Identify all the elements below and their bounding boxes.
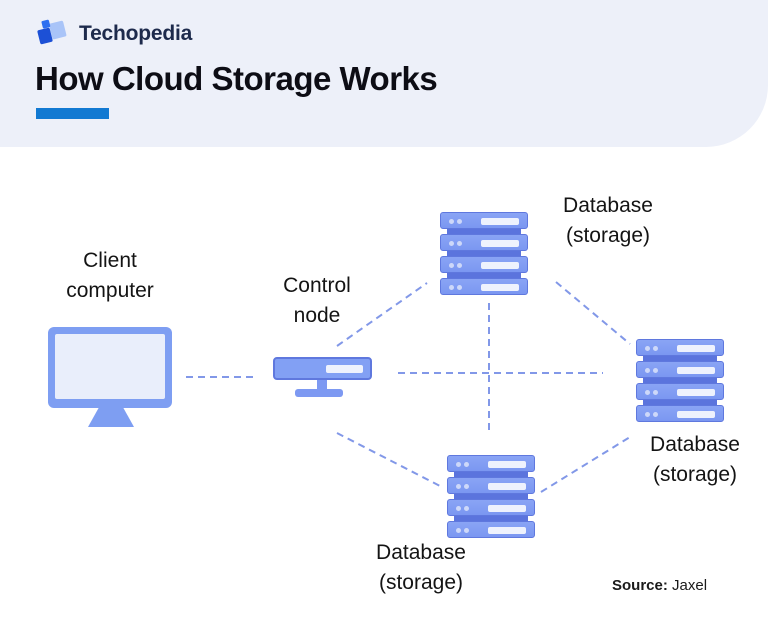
indicator-dot (653, 390, 658, 395)
server-unit (636, 339, 724, 356)
server-unit (440, 212, 528, 229)
indicator-dot (457, 219, 462, 224)
drive-slot (326, 365, 363, 373)
control-node-base (295, 389, 343, 397)
indicator-dot (456, 506, 461, 511)
label-control-node: Control node (250, 271, 384, 331)
label-line: Client (83, 249, 137, 272)
drive-slot (488, 483, 526, 490)
indicator-dot (457, 285, 462, 290)
control-node-stand (317, 380, 327, 390)
indicator-dot (645, 346, 650, 351)
server-unit (636, 405, 724, 422)
drive-slot (677, 411, 715, 418)
drive-slot (488, 461, 526, 468)
header-band: Techopedia How Cloud Storage Works (0, 0, 768, 147)
label-line: computer (66, 279, 154, 302)
source-value: Jaxel (672, 577, 708, 594)
drive-slot (481, 240, 519, 247)
server-unit (636, 383, 724, 400)
label-line: Database (650, 433, 740, 456)
indicator-dot (653, 346, 658, 351)
server-unit (440, 256, 528, 273)
server-unit (447, 521, 535, 538)
drive-slot (481, 284, 519, 291)
drive-slot (677, 345, 715, 352)
indicator-dot (456, 484, 461, 489)
label-line: Database (376, 541, 466, 564)
drive-slot (677, 367, 715, 374)
server-stack-icon (440, 212, 528, 295)
indicator-dot (464, 528, 469, 533)
indicator-dot (449, 263, 454, 268)
label-line: (storage) (652, 463, 738, 486)
label-database-right: Database (storage) (622, 430, 768, 490)
indicator-dot (456, 528, 461, 533)
label-line: (storage) (378, 571, 464, 594)
brand: Techopedia (36, 19, 192, 49)
server-unit (447, 499, 535, 516)
drive-slot (481, 218, 519, 225)
label-line: Database (563, 194, 653, 217)
server-stack-icon (447, 455, 535, 538)
indicator-dot (464, 506, 469, 511)
label-database-bottom: Database (storage) (348, 538, 494, 598)
connection-database-bottom--database-right (540, 436, 631, 493)
source-label: Source: (612, 577, 668, 594)
label-line: (storage) (565, 224, 651, 247)
indicator-dot (464, 484, 469, 489)
drive-slot (488, 527, 526, 534)
brand-name: Techopedia (79, 22, 193, 45)
server-unit (447, 477, 535, 494)
indicator-dot (653, 368, 658, 373)
indicator-dot (457, 263, 462, 268)
label-database-top: Database (storage) (535, 191, 681, 251)
source-note: Source: Jaxel (612, 577, 707, 594)
indicator-dot (645, 412, 650, 417)
drive-slot (481, 262, 519, 269)
indicator-dot (653, 412, 658, 417)
server-unit (440, 234, 528, 251)
indicator-dot (645, 368, 650, 373)
indicator-dot (449, 285, 454, 290)
connection-control-node--database-bottom (336, 432, 441, 487)
techopedia-logo-icon (37, 19, 67, 45)
indicator-dot (456, 462, 461, 467)
control-node-chassis (273, 357, 372, 380)
page-title: How Cloud Storage Works (35, 60, 438, 97)
label-line: Control (283, 274, 351, 297)
drive-slot (677, 389, 715, 396)
server-unit (447, 455, 535, 472)
label-client-computer: Client computer (40, 246, 180, 306)
indicator-dot (449, 219, 454, 224)
monitor-frame (48, 327, 172, 408)
indicator-dot (457, 241, 462, 246)
drive-slot (488, 505, 526, 512)
server-stack-icon (636, 339, 724, 422)
connection-database-top--database-right (555, 281, 631, 345)
label-line: node (293, 304, 341, 327)
title-accent-bar (36, 108, 109, 119)
indicator-dot (449, 241, 454, 246)
monitor-screen (55, 334, 165, 399)
monitor-stand (88, 408, 134, 427)
indicator-dot (645, 390, 650, 395)
server-unit (636, 361, 724, 378)
server-unit (440, 278, 528, 295)
indicator-dot (464, 462, 469, 467)
